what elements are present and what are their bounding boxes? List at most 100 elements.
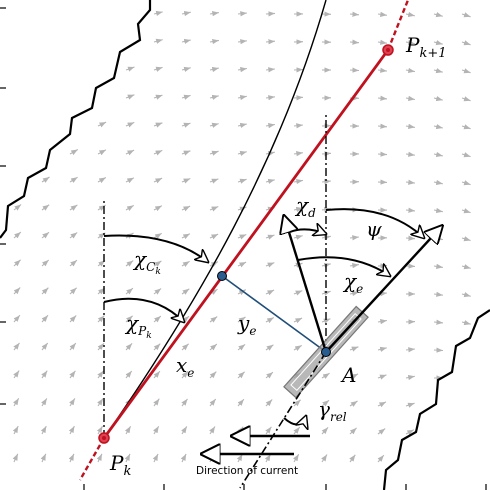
vector-field-arrow-icon xyxy=(377,318,387,325)
vector-field-arrow-icon xyxy=(293,123,303,129)
vector-field-arrow-icon xyxy=(461,264,471,270)
vector-field-arrow-icon xyxy=(181,426,188,435)
vector-field-arrow-icon xyxy=(209,150,219,156)
vector-field-arrow-icon xyxy=(293,290,303,296)
vector-field-arrow-icon xyxy=(349,400,358,407)
vector-field-arrow-icon xyxy=(209,398,217,407)
vector-field-arrow-icon xyxy=(405,39,415,46)
vector-field-arrow-icon xyxy=(97,204,106,211)
vector-field-arrow-icon xyxy=(321,454,328,463)
vector-field-arrow-icon xyxy=(293,344,302,352)
vector-field-arrow-icon xyxy=(349,346,359,352)
chi-e-arc xyxy=(297,256,390,276)
vector-field-arrow-icon xyxy=(69,398,76,407)
vector-field-arrow-icon xyxy=(125,149,135,156)
right-shoreline xyxy=(382,309,490,490)
vector-field-arrow-icon xyxy=(293,67,304,73)
vector-field-arrow-icon xyxy=(69,149,79,156)
vector-field-arrow-icon xyxy=(265,11,276,17)
label-chi-c: χCk xyxy=(132,247,161,277)
vector-field-arrow-icon xyxy=(237,94,247,101)
vector-field-arrow-icon xyxy=(13,370,20,379)
vector-field-arrow-icon xyxy=(181,343,189,351)
vector-field-arrow-icon xyxy=(461,320,471,326)
label-pk1: Pk+1 xyxy=(405,33,447,61)
vector-field-arrow-icon xyxy=(293,234,303,240)
vector-field-arrow-icon xyxy=(41,176,50,183)
vector-field-arrow-icon xyxy=(181,398,188,407)
vector-field-arrow-icon xyxy=(405,429,415,436)
vector-field-arrow-icon xyxy=(377,263,388,269)
vector-field-arrow-icon xyxy=(237,343,246,351)
vector-field-arrow-icon xyxy=(41,204,50,211)
label-ye: ye xyxy=(237,311,256,338)
vector-field-arrow-icon xyxy=(349,454,356,463)
path-extension-end xyxy=(386,0,410,51)
vector-field-arrow-icon xyxy=(180,453,187,463)
vector-field-arrow-icon xyxy=(124,453,131,463)
vector-field-arrow-icon xyxy=(97,121,107,128)
vector-field-arrow-icon xyxy=(153,38,163,44)
vector-field-arrow-icon xyxy=(265,262,275,268)
vector-field-arrow-icon xyxy=(12,425,19,435)
vector-field-arrow-icon xyxy=(237,150,247,156)
vector-field-arrow-icon xyxy=(209,178,219,184)
vector-field-arrow-icon xyxy=(209,11,219,17)
vector-field-arrow-icon xyxy=(68,425,75,435)
vector-field-arrow-icon xyxy=(209,94,219,100)
label-gamma-rel: γrel xyxy=(318,397,347,424)
chi-c-arc xyxy=(103,234,208,262)
vector-field-arrow-icon xyxy=(153,205,163,212)
vector-field-arrow-icon xyxy=(237,316,246,323)
vector-field-arrow-icon xyxy=(125,343,133,351)
vector-field-arrow-icon xyxy=(153,288,162,295)
vector-field-arrow-icon xyxy=(321,179,331,185)
vector-field-arrow-icon xyxy=(349,427,357,435)
vector-field-arrow-icon xyxy=(153,94,163,100)
vector-field-arrow-icon xyxy=(69,370,76,379)
vector-field-arrow-icon xyxy=(377,39,387,45)
vector-field-arrow-icon xyxy=(265,371,274,379)
vector-field-arrow-icon xyxy=(69,287,77,295)
vector-field-arrow-icon xyxy=(433,263,443,269)
vector-field-arrow-icon xyxy=(349,39,360,45)
vector-field-arrow-icon xyxy=(461,40,471,46)
waypoint-marker-icon xyxy=(382,44,394,56)
vector-field-arrow-icon xyxy=(349,263,359,269)
vector-field-arrow-icon xyxy=(125,66,135,72)
current-vector-field xyxy=(12,10,471,463)
vector-field-arrow-icon xyxy=(237,398,245,407)
chi-p-arc xyxy=(103,297,184,322)
vector-field-arrow-icon xyxy=(181,233,191,240)
vector-field-arrow-icon xyxy=(181,122,191,128)
vector-field-arrow-icon xyxy=(69,342,77,351)
vector-field-arrow-icon xyxy=(433,347,444,353)
vector-field-arrow-icon xyxy=(293,206,303,213)
vector-field-arrow-icon xyxy=(13,204,22,211)
vector-field-arrow-icon xyxy=(153,66,163,72)
vector-field-arrow-icon xyxy=(181,260,190,268)
vector-field-arrow-icon xyxy=(97,315,105,323)
vector-field-arrow-icon xyxy=(125,204,134,212)
vector-field-arrow-icon xyxy=(209,233,219,240)
current-direction-through-a xyxy=(239,351,327,489)
vector-field-arrow-icon xyxy=(13,231,22,239)
vector-field-arrow-icon xyxy=(236,453,243,463)
vector-field-arrow-icon xyxy=(237,11,247,17)
vector-field-arrow-icon xyxy=(405,151,415,157)
vector-field-arrow-icon xyxy=(41,370,48,379)
vector-field-arrow-icon xyxy=(209,122,219,128)
vector-field-arrow-icon xyxy=(433,151,443,158)
desired-course-vector xyxy=(284,216,328,353)
vector-field-arrow-icon xyxy=(153,10,163,17)
vector-field-arrow-icon xyxy=(125,177,135,184)
vector-field-arrow-icon xyxy=(181,38,191,45)
label-psi: ψ xyxy=(366,217,382,241)
vector-field-arrow-icon xyxy=(125,315,133,323)
vector-field-arrow-icon xyxy=(265,317,275,324)
vector-field-arrow-icon xyxy=(349,373,359,380)
vector-field-arrow-icon xyxy=(433,179,443,186)
vector-field-arrow-icon xyxy=(293,95,304,101)
vector-field-arrow-icon xyxy=(405,95,415,102)
vector-field-arrow-icon xyxy=(293,178,303,185)
